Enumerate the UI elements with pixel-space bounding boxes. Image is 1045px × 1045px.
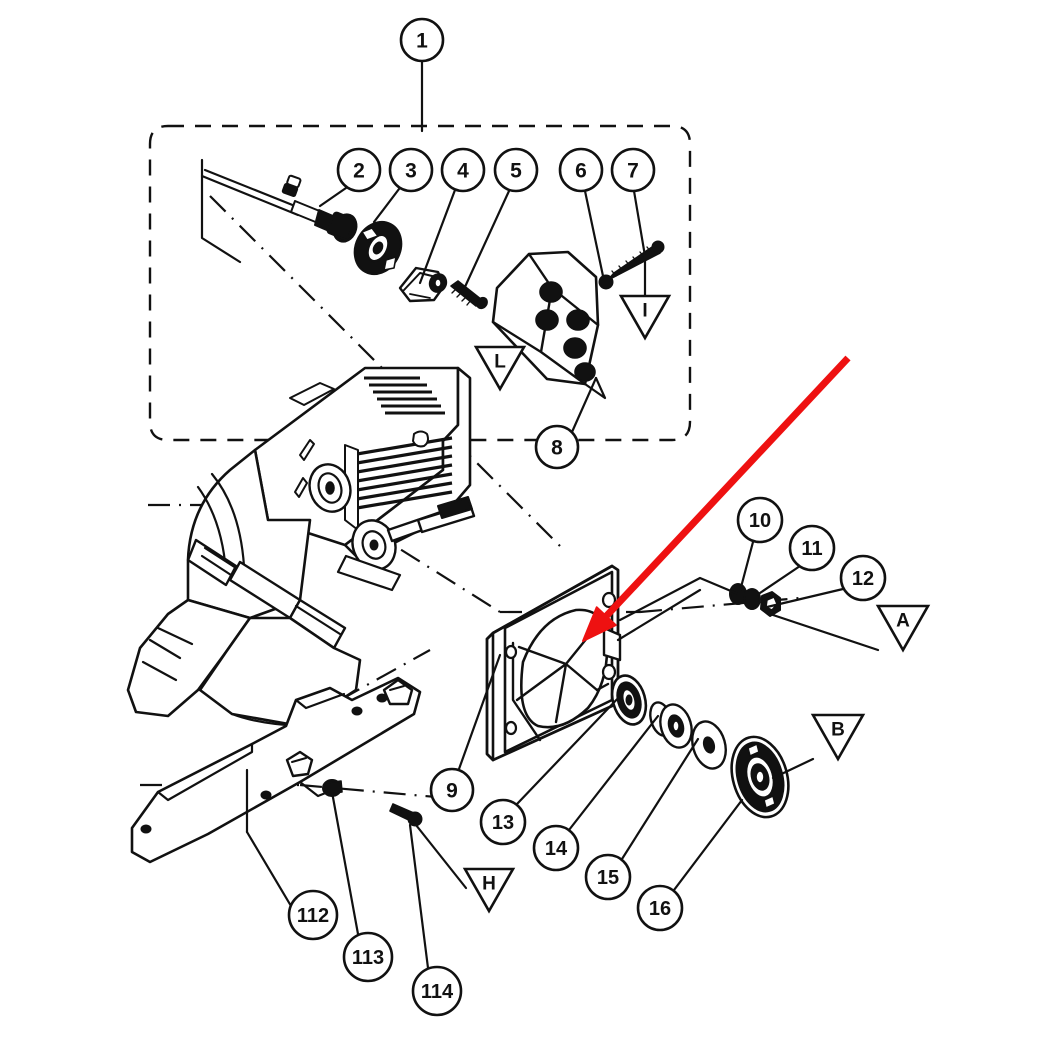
part-10-11-12-fasteners: [616, 576, 781, 642]
callout-113[interactable]: 113: [342, 931, 394, 983]
triangle-label-H: H: [482, 874, 496, 895]
callout-label-5: 5: [510, 160, 522, 183]
part-114-bolt: [389, 803, 423, 827]
leader-line-7: [632, 189, 647, 258]
callout-12[interactable]: 12: [839, 554, 887, 602]
callout-label-4: 4: [457, 160, 469, 183]
triangle-leader-B: [771, 757, 815, 780]
callout-label-7: 7: [627, 160, 639, 183]
leader-line-14: [567, 714, 660, 832]
triangle-marker-H[interactable]: H: [462, 867, 516, 914]
callout-15[interactable]: 15: [584, 853, 632, 901]
triangle-label-I: I: [642, 301, 647, 322]
leader-line-5: [462, 189, 511, 291]
part-4-bracket-plate: [398, 266, 448, 303]
part-13-bearing: [610, 674, 648, 726]
callout-label-16: 16: [649, 898, 671, 920]
callout-label-1: 1: [416, 30, 428, 53]
part-112-base-plate: [130, 676, 422, 864]
part-8-insulator-block: [491, 250, 607, 400]
callout-leaders: [245, 59, 880, 970]
triangle-label-A: A: [896, 611, 910, 632]
red-arrow-shaft: [598, 355, 851, 625]
callout-10[interactable]: 10: [736, 496, 784, 544]
callout-7[interactable]: 7: [610, 147, 656, 193]
triangle-leader-H: [410, 818, 468, 890]
triangle-marker-A[interactable]: A: [875, 604, 931, 653]
triangle-marker-I[interactable]: I: [618, 294, 672, 341]
leader-line-4: [418, 188, 457, 285]
leader-line-114: [408, 823, 430, 970]
leader-line-9: [457, 653, 502, 771]
triangle-leader-A: [768, 612, 880, 652]
callout-11[interactable]: 11: [788, 524, 836, 572]
callout-1[interactable]: 1: [399, 17, 445, 63]
triangle-markers: L I A B H: [462, 294, 931, 914]
callout-112[interactable]: 112: [287, 889, 339, 941]
part-5-screw: [450, 280, 488, 310]
callout-label-3: 3: [405, 160, 417, 183]
leader-line-11: [755, 564, 802, 597]
callout-3[interactable]: 3: [388, 147, 434, 193]
leader-line-15: [620, 737, 700, 861]
red-arrow-head: [582, 606, 617, 642]
callout-9[interactable]: 9: [429, 767, 475, 813]
callout-114[interactable]: 114: [411, 965, 463, 1017]
callout-8[interactable]: 8: [534, 424, 580, 470]
part-9-fan-housing: [485, 564, 622, 762]
callout-5[interactable]: 5: [493, 147, 539, 193]
leader-line-16: [672, 798, 744, 892]
callout-13[interactable]: 13: [479, 798, 527, 846]
callout-label-113: 113: [352, 947, 384, 969]
callout-label-8: 8: [551, 437, 563, 460]
leader-line-112: [245, 830, 293, 908]
callout-label-112: 112: [297, 905, 329, 927]
callout-14[interactable]: 14: [532, 824, 580, 872]
callout-6[interactable]: 6: [558, 147, 604, 193]
main-machine-body: [126, 366, 476, 728]
triangle-marker-L[interactable]: L: [473, 345, 527, 392]
callout-label-12: 12: [852, 568, 874, 590]
leader-line-113: [330, 790, 360, 936]
part-3-choke-plate: [353, 220, 403, 276]
callout-label-14: 14: [545, 838, 568, 860]
triangle-label-B: B: [831, 720, 845, 741]
callout-label-11: 11: [801, 538, 822, 560]
triangle-marker-B[interactable]: B: [810, 713, 866, 762]
callout-label-2: 2: [353, 160, 365, 183]
part-15-washer-flat: [691, 720, 727, 770]
part-14-spacer-collar: [649, 701, 693, 749]
leader-line-3: [372, 187, 401, 224]
callout-label-10: 10: [749, 510, 771, 532]
leader-line-13: [515, 692, 624, 806]
callout-label-9: 9: [446, 780, 458, 803]
part-6-7-long-screws: [598, 240, 665, 290]
leader-line-12: [765, 587, 845, 609]
leader-line-2: [318, 186, 348, 208]
triangle-label-L: L: [494, 352, 506, 373]
callout-label-13: 13: [492, 812, 514, 834]
leader-line-10: [738, 540, 755, 593]
part-113-stud-pin: [322, 779, 343, 797]
callout-2[interactable]: 2: [336, 147, 382, 193]
callout-label-15: 15: [597, 867, 619, 889]
callout-4[interactable]: 4: [440, 147, 486, 193]
part-16-clutch-drum-sprocket: [730, 735, 790, 819]
red-annotation-arrow: [582, 355, 851, 642]
leader-line-6: [583, 189, 605, 278]
group-box-1: [148, 124, 692, 442]
callout-16[interactable]: 16: [636, 884, 684, 932]
leader-line-8: [570, 376, 598, 434]
callout-label-114: 114: [421, 981, 454, 1003]
part-2-throttle-rod: [200, 158, 358, 264]
callout-label-6: 6: [575, 160, 587, 183]
